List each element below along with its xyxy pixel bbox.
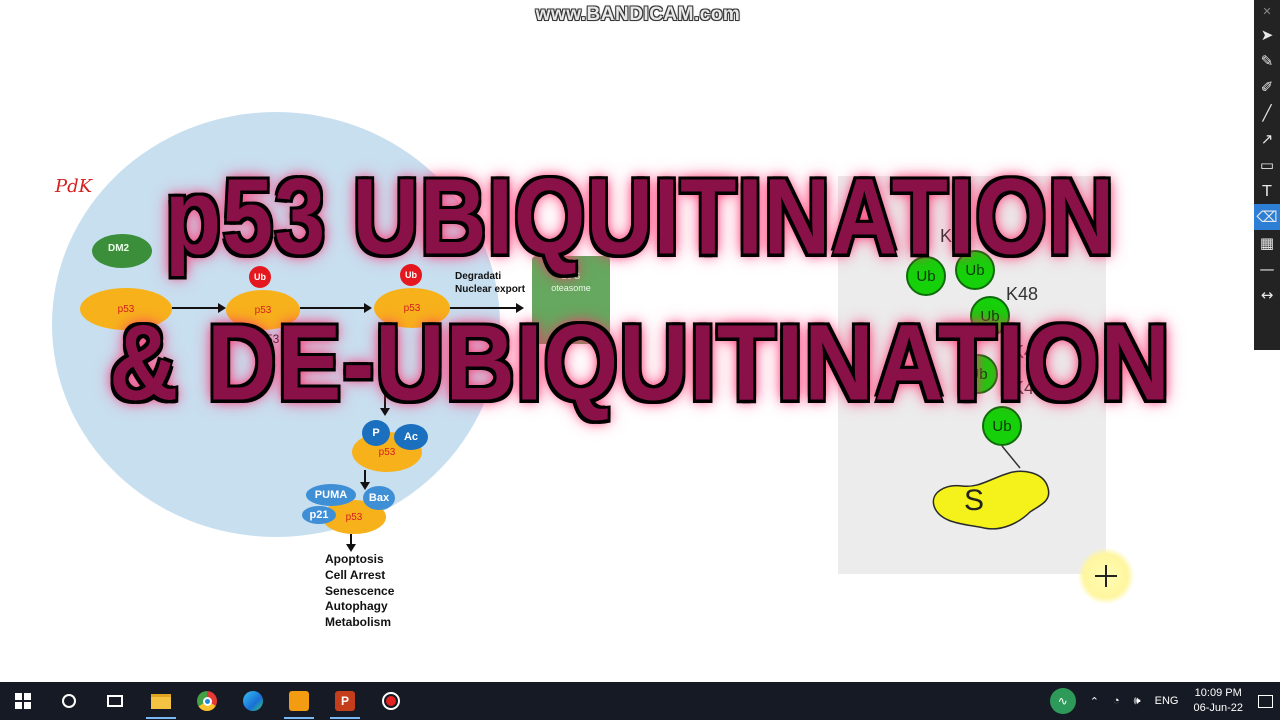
outcome-item: Apoptosis [325,552,384,566]
checker-icon[interactable]: ▦ [1259,234,1275,252]
arrow-down-1 [380,380,390,416]
chrome-icon[interactable] [184,682,230,720]
proteasome-line1: 26 S [561,271,581,281]
ub-dot-1: Ub [249,266,271,288]
screen-stage: www.BANDICAM.com PdK DM2 p53 p53 Ub p53 … [52,0,1280,631]
cursor-icon[interactable]: ➤ [1260,26,1274,44]
minus-icon[interactable]: — [1259,260,1275,278]
text-icon[interactable]: T [1262,182,1272,200]
k48-label: K48 [1006,284,1039,304]
outcome-list: Apoptosis Cell Arrest Senescence Autopha… [325,552,394,631]
windows-start-icon[interactable] [0,682,46,720]
clock-date: 06-Jun-22 [1193,702,1243,714]
p53-oval-1: p53 [80,288,172,330]
puma-dot: PUMA [306,484,356,506]
line-icon[interactable]: ╱ [1262,104,1272,122]
outcome-item: Cell Arrest [325,567,386,582]
nuclear-export-label: Nuclear export [455,284,526,295]
chevron-up-icon[interactable]: ⌃ [1089,695,1100,708]
arrow-down-3 [346,534,356,552]
ub-label: Ub [254,272,266,282]
mdm2-blob [92,234,152,268]
polyub-label: Ub-p53 [240,332,280,346]
rectangle-icon[interactable]: ▭ [1259,156,1275,174]
title-line-2: & DE-UBIQUITINATION [109,302,1171,424]
language-indicator[interactable]: ENG [1154,695,1179,707]
notification-icon[interactable] [1251,694,1280,708]
substrate-blob [932,470,1050,530]
arrow-1 [172,303,226,313]
eraser-icon[interactable]: ⌫ [1254,204,1280,230]
ub-ball: Ub [955,250,995,290]
p53-label: p53 [345,511,363,523]
k48-label: K48 [1012,342,1045,362]
p21-label: p21 [309,509,329,521]
phospho-dot: P [362,420,390,446]
edge-icon[interactable] [230,682,276,720]
file-explorer-icon[interactable] [138,682,184,720]
crosshair-cursor-icon [1095,565,1117,587]
p53-label: p53 [254,304,272,316]
acetyl-dot: Ac [394,424,428,450]
ub-label: Ub [992,417,1012,435]
marker-icon[interactable]: ✐ [1260,78,1274,96]
p21-dot: p21 [302,506,336,524]
mdm2-label: DM2 [108,243,130,254]
phospho-label: P [372,427,380,439]
bax-dot: Bax [363,486,395,510]
proteasome-box: 26 S oteasome [532,256,610,344]
ub-ball: Ub [906,256,946,296]
chain-connector [1001,445,1021,469]
volume-icon[interactable]: 🕪 [1133,694,1141,707]
k48-label: K48 [940,226,973,246]
p53-oval-3: p53 [374,288,450,328]
p53-label: p53 [117,303,135,315]
outcome-item: Metabolism [325,615,392,630]
bandicam-record-icon[interactable] [368,682,414,720]
p53-label: p53 [378,446,396,458]
activity-monitor-icon[interactable]: ∿ [1043,688,1083,714]
substrate-label: S [964,484,985,517]
clock-time: 10:09 PM [1194,687,1242,699]
arrow-down-2 [360,470,370,490]
outcome-item: Senescence [325,583,395,598]
handwritten-label: PdK [55,176,93,197]
degradation-label: Degradati [455,271,502,282]
ub-ball: Ub [970,296,1010,336]
bax-label: Bax [368,492,390,504]
ub-label: Ub [965,261,985,279]
powerpoint-icon[interactable]: P [322,682,368,720]
outcome-item: Autophagy [325,599,388,614]
arrow-2 [300,303,372,313]
annotation-toolbar: ✕ ➤ ✎ ✐ ╱ ↗ ▭ T ⌫ ▦ — ↔ [1254,0,1280,350]
k48-label: K48 [1012,378,1045,398]
close-icon[interactable]: ✕ [1262,4,1272,18]
ub-ball: Ub [958,354,998,394]
wifi-icon[interactable]: ◔ [1113,695,1120,707]
puma-label: PUMA [314,489,348,501]
app-orange-icon[interactable] [276,682,322,720]
proteasome-line2: oteasome [551,283,591,293]
acetyl-label: Ac [403,431,419,443]
taskbar-clock[interactable]: 10:09 PM 06-Jun-22 [1185,686,1251,716]
title-line-1: p53 UBIQUITINATION [164,156,1116,278]
p53-label: p53 [403,302,421,314]
ub-ball: Ub [982,406,1022,446]
ub-label: Ub [405,270,417,280]
ub-dot-2: Ub [400,264,422,286]
system-tray: ∿ ⌃ ◔ 🕪 ENG 10:09 PM 06-Jun-22 [1043,682,1280,720]
task-view-icon[interactable] [92,682,138,720]
ub-label: Ub [968,365,988,383]
ub-label: Ub [916,267,936,285]
expand-icon[interactable]: ↔ [1260,286,1274,304]
pen-icon[interactable]: ✎ [1260,52,1274,70]
p53-oval-2: p53 [226,290,300,330]
search-circle-icon[interactable] [46,682,92,720]
bandicam-watermark: www.BANDICAM.com [535,4,741,25]
ub-label: Ub [980,307,1000,325]
windows-taskbar: P ∿ ⌃ ◔ 🕪 ENG 10:09 PM 06-Jun-22 [0,682,1280,720]
arrow-icon[interactable]: ↗ [1260,130,1274,148]
arrow-3 [450,303,524,313]
